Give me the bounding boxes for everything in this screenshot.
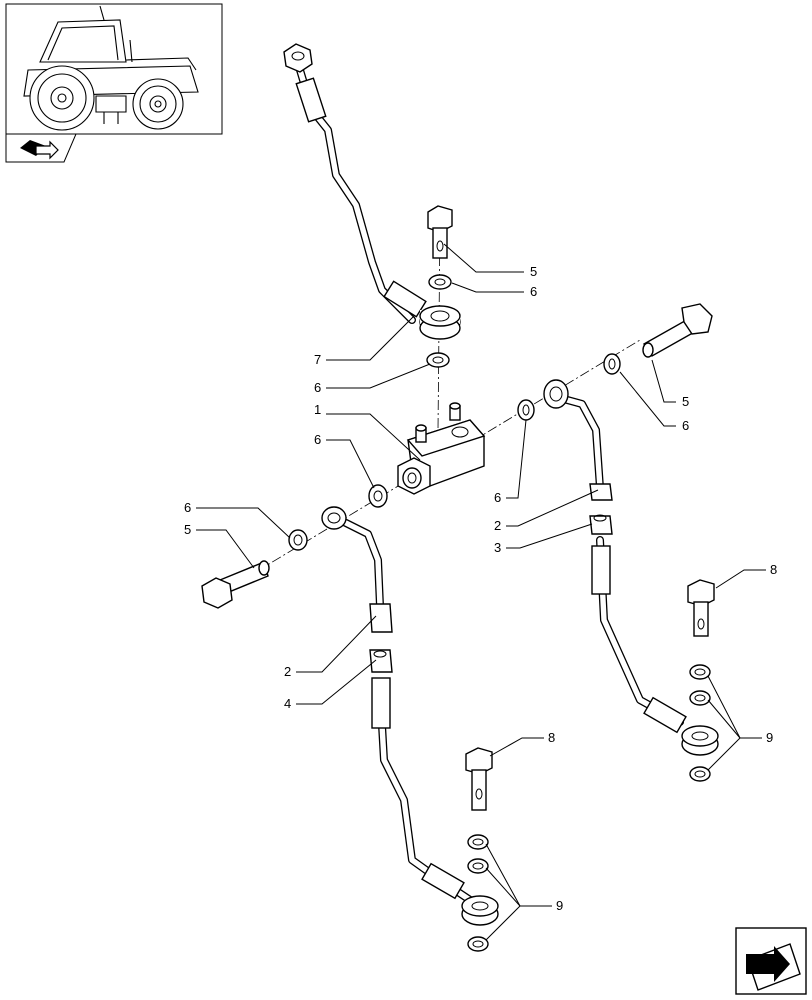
callouts: 1 2 2 3 4 5 5 5 6 6 6 6 6 6 7 8 8 9 9 (184, 264, 777, 913)
washer-left-lower-3 (467, 936, 489, 952)
callout-6: 6 (494, 490, 501, 505)
washer-left-lower-2 (467, 858, 489, 874)
pipe-4 (369, 649, 499, 926)
washer-right-inner (517, 399, 535, 421)
distribution-block (397, 402, 486, 495)
callout-6: 6 (184, 500, 191, 515)
leader-lines (196, 243, 766, 941)
callout-6: 6 (314, 432, 321, 447)
banjo-bolt-left (201, 560, 270, 609)
pipe-7 (283, 43, 461, 340)
callout-6: 6 (530, 284, 537, 299)
banjo-bolt-right (642, 303, 713, 358)
washer-left-lower-1 (467, 834, 489, 850)
callout-9: 9 (766, 730, 773, 745)
callout-8: 8 (770, 562, 777, 577)
callout-7: 7 (314, 352, 321, 367)
callout-9: 9 (556, 898, 563, 913)
washer-right-lower-2 (689, 690, 711, 706)
page-arrow-icon[interactable] (735, 927, 807, 995)
washer-top-upper (428, 274, 452, 290)
callout-2: 2 (494, 518, 501, 533)
banjo-bolt-top (427, 205, 453, 259)
tractor-icon (23, 5, 199, 131)
callout-2: 2 (284, 664, 291, 679)
tractor-thumbnail[interactable] (5, 3, 223, 163)
pipe-2-right (543, 379, 613, 501)
callout-6: 6 (314, 380, 321, 395)
washer-right-lower-1 (689, 664, 711, 680)
callout-5: 5 (682, 394, 689, 409)
callout-5: 5 (184, 522, 191, 537)
callout-6: 6 (682, 418, 689, 433)
washer-top-lower (426, 352, 450, 368)
callout-5: 5 (530, 264, 537, 279)
pipe-2-left (321, 506, 393, 633)
washer-right-lower-3 (689, 766, 711, 782)
banjo-bolt-right-lower (687, 579, 715, 637)
washer-right-outer (603, 353, 621, 375)
washer-block-left (368, 484, 388, 508)
pipe-3 (589, 514, 719, 756)
book-arrow-icon (20, 140, 59, 160)
callout-8: 8 (548, 730, 555, 745)
callout-1: 1 (314, 402, 321, 417)
washer-left (288, 529, 308, 551)
callout-4: 4 (284, 696, 291, 711)
callout-3: 3 (494, 540, 501, 555)
banjo-bolt-left-lower (465, 747, 493, 811)
